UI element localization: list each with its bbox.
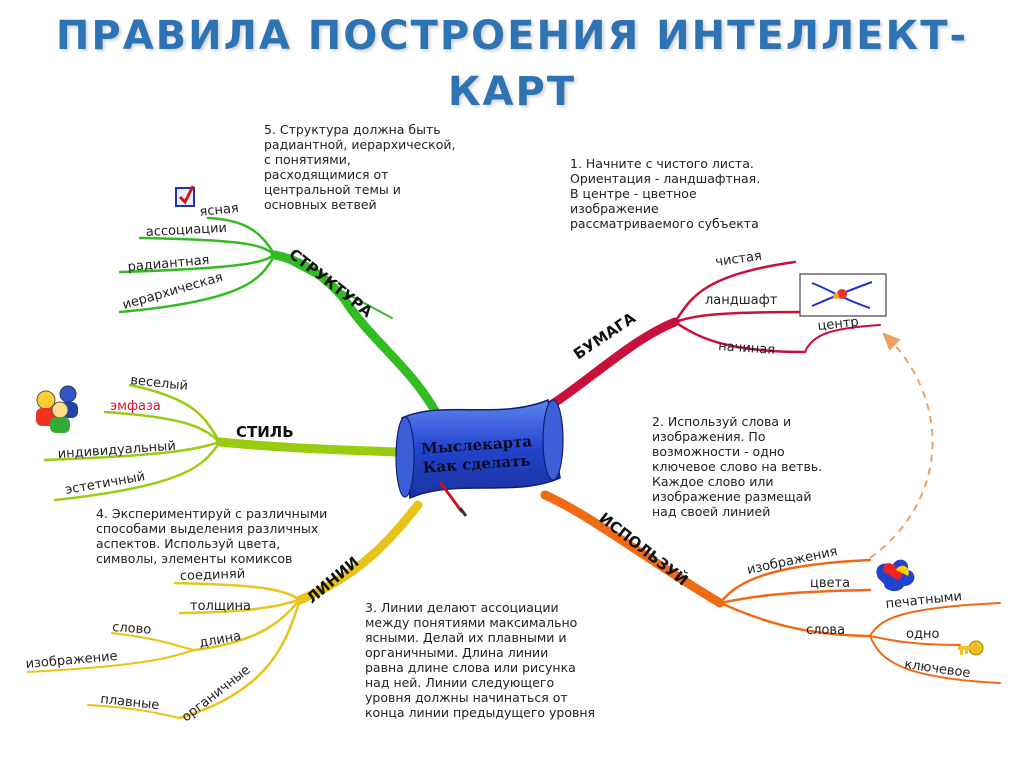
- sub-line-length: [193, 598, 302, 652]
- branch-style: [43, 383, 405, 502]
- checkbox-icon: [175, 185, 195, 207]
- sub-paper-starting: начиная: [718, 339, 776, 358]
- sub-lines-organic: органичные: [179, 663, 253, 726]
- sub-line-starting: [673, 320, 807, 354]
- sub-style-cheerful: веселый: [130, 373, 189, 394]
- note-4-style: 4. Экспериментируй с различными способам…: [96, 506, 328, 566]
- sub-line-word: [111, 632, 196, 651]
- sub-line-organic: [178, 598, 302, 720]
- sub-use-colors: цвета: [810, 576, 850, 591]
- sub-line-aesthetic: [53, 440, 222, 502]
- sub-line-clean: [673, 260, 797, 324]
- branch-structure-main: [270, 250, 445, 425]
- note-3-lines: 3. Линии делают ассоциации между понятия…: [365, 600, 596, 720]
- sub-line-associations: [138, 236, 277, 257]
- sub-line-key: [869, 635, 1001, 684]
- branch-paper-label: БУМАГА: [570, 309, 639, 364]
- sub-style-individual: индивидуальный: [57, 439, 176, 462]
- sub-line-thickness: [178, 598, 302, 615]
- sub-line-hierarchical: [118, 253, 277, 314]
- sub-line-radiant: [118, 253, 277, 274]
- sub-line-images: [718, 558, 872, 605]
- sub-line-landscape: [673, 310, 804, 324]
- branch-style-main: [215, 437, 405, 457]
- sub-line-words: [718, 601, 872, 638]
- sub-use-words: слова: [806, 623, 845, 638]
- sub-paper-center: центр: [817, 315, 860, 334]
- note-1-paper: 1. Начните с чистого листа. Ориентация -…: [570, 156, 761, 231]
- sub-structure-associations: ассоциации: [145, 221, 227, 240]
- note-2-use: 2. Используй слова и изображения. По воз…: [652, 414, 823, 519]
- sub-lines-word: слово: [112, 620, 152, 638]
- scroll-icon: [395, 398, 564, 517]
- sub-line-colors: [718, 588, 872, 605]
- branch-use-main: [540, 490, 725, 608]
- branch-use-label: ИСПОЛЬЗУЙ: [596, 508, 692, 589]
- sub-line-printed: [869, 602, 1001, 637]
- branch-structure-line: [274, 254, 393, 319]
- branch-lines-main: [295, 500, 423, 605]
- sub-use-printed: печатными: [885, 589, 963, 612]
- sub-use-one: одно: [906, 627, 939, 642]
- sub-line-smooth: [87, 704, 181, 719]
- sub-line-individual: [43, 440, 222, 462]
- sub-line-cheerful: [128, 383, 222, 444]
- sub-paper-clean: чистая: [714, 249, 762, 270]
- cross-sketch-icon: [799, 273, 887, 317]
- sub-line-connect: [173, 581, 302, 602]
- people-icon: [36, 385, 78, 433]
- sub-structure-radiant: радиантная: [127, 253, 210, 275]
- dashed-arrow: [869, 332, 934, 559]
- note-5-structure: 5. Структура должна быть радиантной, иер…: [264, 122, 456, 212]
- branch-structure: [118, 216, 445, 425]
- sub-lines-smooth: плавные: [100, 692, 160, 713]
- sub-style-emphasis: эмфаза: [110, 399, 161, 414]
- branch-structure-label: СТРУКТУРА: [286, 245, 377, 321]
- sub-structure-clear: ясная: [199, 201, 240, 220]
- sub-use-images: изображения: [746, 544, 839, 578]
- sub-paper-landscape: ландшафт: [705, 293, 778, 308]
- key-icon: [958, 640, 984, 656]
- branch-use: [540, 490, 1001, 684]
- sub-line-clear: [206, 216, 277, 257]
- paint-splash-icon: [876, 559, 915, 592]
- sub-lines-length: длина: [198, 629, 242, 651]
- sub-lines-connect: соединяй: [180, 567, 246, 584]
- sub-line-one: [869, 635, 961, 646]
- sub-line-center: [804, 324, 881, 353]
- branch-lines: [27, 500, 423, 720]
- sub-line-emphasis: [103, 410, 222, 444]
- branch-style-label: СТИЛЬ: [236, 423, 294, 441]
- page-title: ПРАВИЛА ПОСТРОЕНИЯ ИНТЕЛЛЕКТ-КАРТ: [55, 13, 969, 115]
- sub-line-image: [27, 649, 196, 673]
- sub-lines-thickness: толщина: [190, 599, 251, 614]
